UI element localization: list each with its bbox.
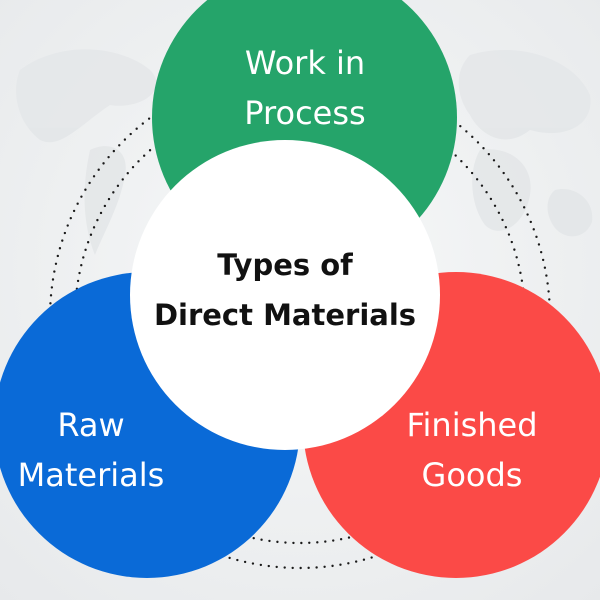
label-raw-materials-line2: Materials <box>17 456 165 494</box>
label-finished-goods-line1: Finished <box>406 406 538 444</box>
center-title: Types of Direct Materials <box>130 240 440 340</box>
label-work-in-process: Work in Process <box>205 38 405 138</box>
label-work-in-process-line2: Process <box>244 94 366 132</box>
center-circle <box>130 140 440 450</box>
center-title-line2: Direct Materials <box>153 298 417 332</box>
label-work-in-process-line1: Work in <box>244 44 366 82</box>
world-map-backdrop <box>16 49 593 255</box>
label-finished-goods-line2: Goods <box>421 456 523 494</box>
center-title-line1: Types of <box>217 248 353 282</box>
label-raw-materials-line1: Raw <box>57 406 125 444</box>
label-finished-goods: Finished Goods <box>392 400 552 500</box>
label-raw-materials: Raw Materials <box>0 400 182 500</box>
